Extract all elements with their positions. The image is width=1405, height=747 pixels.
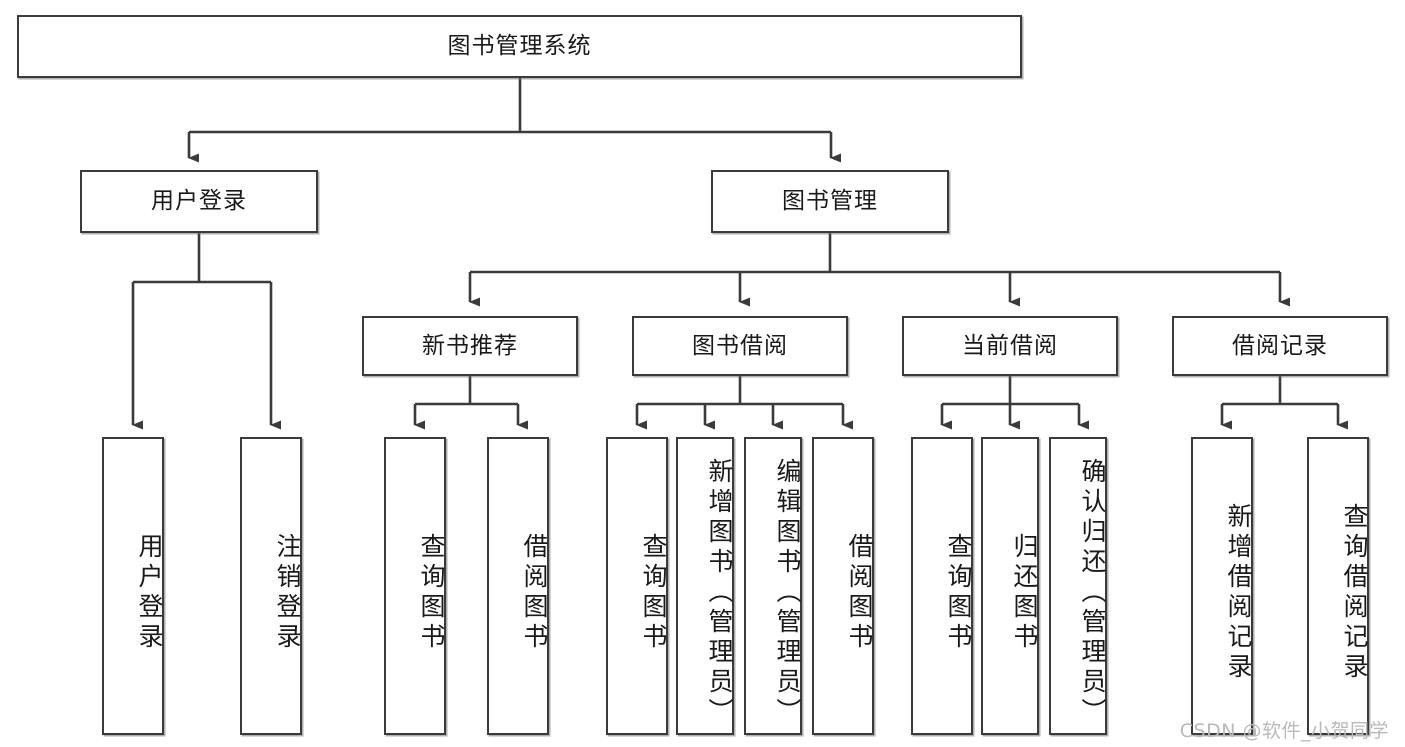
node-root[interactable]: 图书管理系统 — [17, 15, 1022, 78]
node-user-login[interactable]: 用户登录 — [80, 170, 318, 233]
node-leaf-add-record[interactable]: 新增借阅记录 — [1191, 437, 1253, 735]
node-book-manage-label: 图书管理 — [782, 188, 878, 214]
node-leaf-borrow-book-1[interactable]: 借阅图书 — [487, 437, 549, 735]
node-leaf-edit-book[interactable]: 编辑图书（管理员） — [744, 437, 802, 735]
node-leaf-query-book-1[interactable]: 查询图书 — [384, 437, 446, 735]
node-current-borrow-label: 当前借阅 — [962, 332, 1058, 359]
node-leaf-edit-book-label: 编辑图书（管理员） — [773, 458, 802, 728]
node-leaf-logout[interactable]: 注销登录 — [240, 437, 302, 735]
node-user-login-label: 用户登录 — [151, 188, 247, 214]
node-leaf-confirm-return[interactable]: 确认归还（管理员） — [1049, 437, 1107, 735]
node-leaf-borrow-book-2[interactable]: 借阅图书 — [812, 437, 874, 735]
node-leaf-query-book-2[interactable]: 查询图书 — [606, 437, 668, 735]
node-leaf-user-login-label: 用户登录 — [135, 533, 164, 653]
node-leaf-borrow-book-1-label: 借阅图书 — [520, 533, 549, 653]
node-leaf-return-book[interactable]: 归还图书 — [981, 437, 1039, 735]
node-borrow-record[interactable]: 借阅记录 — [1172, 316, 1388, 376]
node-new-book-rec[interactable]: 新书推荐 — [362, 316, 578, 376]
node-leaf-query-book-3-label: 查询图书 — [944, 533, 973, 653]
node-borrow-record-label: 借阅记录 — [1232, 332, 1328, 359]
node-leaf-user-login[interactable]: 用户登录 — [102, 437, 164, 735]
node-leaf-query-book-3[interactable]: 查询图书 — [911, 437, 973, 735]
node-leaf-query-book-1-label: 查询图书 — [417, 533, 446, 653]
node-leaf-add-record-label: 新增借阅记录 — [1224, 503, 1253, 683]
node-leaf-query-record-label: 查询借阅记录 — [1340, 503, 1369, 683]
node-leaf-confirm-return-label: 确认归还（管理员） — [1078, 458, 1107, 728]
node-book-manage[interactable]: 图书管理 — [711, 170, 949, 233]
node-root-label: 图书管理系统 — [447, 33, 592, 59]
node-leaf-add-book-label: 新增图书（管理员） — [705, 458, 734, 728]
watermark: CSDN @软件_小贺同学 — [1179, 720, 1389, 742]
node-leaf-add-book[interactable]: 新增图书（管理员） — [676, 437, 734, 735]
node-leaf-query-record[interactable]: 查询借阅记录 — [1307, 437, 1369, 735]
node-leaf-return-book-label: 归还图书 — [1010, 533, 1039, 653]
node-current-borrow[interactable]: 当前借阅 — [902, 316, 1118, 376]
node-leaf-logout-label: 注销登录 — [273, 533, 302, 653]
node-book-borrow-label: 图书借阅 — [692, 332, 788, 359]
node-leaf-borrow-book-2-label: 借阅图书 — [845, 533, 874, 653]
node-new-book-rec-label: 新书推荐 — [422, 332, 518, 359]
node-book-borrow[interactable]: 图书借阅 — [632, 316, 848, 376]
node-leaf-query-book-2-label: 查询图书 — [639, 533, 668, 653]
